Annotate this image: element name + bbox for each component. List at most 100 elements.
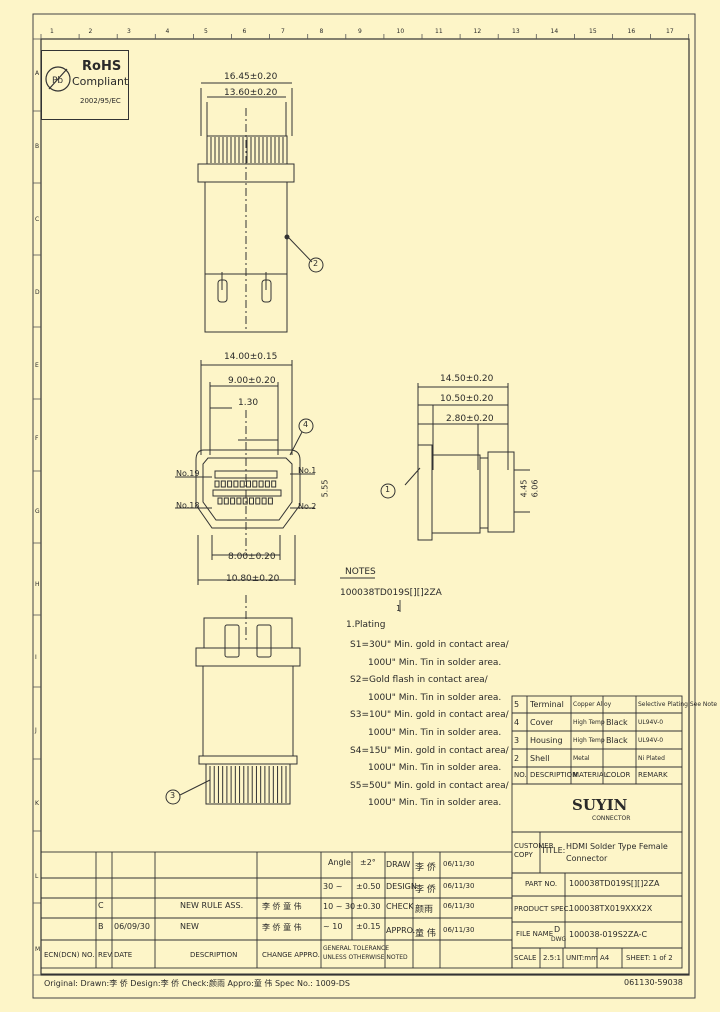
ruler-top-label: 13 (512, 28, 520, 35)
ruler-top-label: 1 (50, 28, 54, 35)
ruler-top-label: 16 (627, 28, 636, 35)
company-logo: SUYIN (572, 796, 628, 814)
bom-cell: 4 (514, 718, 520, 727)
dim-front-height: 5.55 (320, 479, 330, 498)
ruler-top-label: 7 (281, 28, 285, 35)
revision-cell: 06/09/30 (114, 921, 150, 931)
pin-label-18: No.18 (176, 501, 200, 510)
bom-cell: UL94V-0 (638, 719, 664, 726)
ruler-top-label: 15 (589, 28, 597, 35)
note-line: 100U" Min. Tin in solder area. (368, 692, 502, 703)
bom-header-cell: MATERIAL (573, 771, 608, 779)
revision-header-cell: REV. (98, 951, 114, 959)
revision-cell: NEW (180, 921, 199, 931)
ruler-left-label: K (35, 800, 39, 807)
title-line2: Connector (566, 854, 608, 863)
ruler-top-label: 9 (358, 28, 362, 35)
scale-value: 2.5:1 (543, 954, 561, 962)
file-label: FILE NAME (516, 930, 554, 938)
pin-label-19: No.19 (176, 469, 200, 478)
bom-cell: Cover (530, 718, 554, 727)
signoff-date: 06/11/30 (443, 882, 475, 890)
revision-cell: 李 侨 童 伟 (262, 902, 302, 911)
part-no-value: 100038TD019S[][]2ZA (569, 879, 660, 888)
revision-header-cell: DATE (114, 951, 133, 959)
bom-cell: 3 (514, 736, 520, 745)
title-line1: HDMI Solder Type Female (566, 842, 668, 851)
signoff-label: APPRO. (386, 926, 416, 935)
callout-2: 2 (313, 259, 319, 268)
file-value: 100038-019S2ZA-C (569, 930, 648, 939)
footer-text: Original: Drawn:李 侨 Design:李 侨 Check:颜雨 … (44, 979, 350, 988)
ruler-top-label: 4 (165, 28, 170, 35)
signoff-name: 李 侨 (415, 885, 436, 895)
ruler-left-label: L (35, 873, 39, 880)
ruler-top-label: 5 (204, 28, 208, 35)
ruler-top-label: 2 (88, 28, 93, 35)
dim-front-width: 14.00±0.15 (224, 352, 278, 362)
signoff-date: 06/11/30 (443, 860, 475, 868)
note-line: 100U" Min. Tin in solder area. (368, 798, 502, 809)
ruler-left-label: F (35, 435, 39, 442)
svg-text:Pb: Pb (52, 76, 63, 86)
signoff-name: 童 伟 (415, 929, 436, 939)
side-view (404, 383, 530, 541)
dim-side-height2: 6.06 (530, 479, 540, 498)
ruler-left-label: B (35, 143, 40, 150)
revision-cell: B (98, 921, 104, 931)
ruler-top-label: 6 (242, 28, 247, 35)
note-line: 100U" Min. Tin in solder area. (368, 728, 502, 738)
bom-cell: 5 (514, 700, 520, 709)
callout-3: 3 (170, 791, 176, 800)
signoff-label: DESIGN (386, 882, 417, 891)
signoff-date: 06/11/30 (443, 902, 475, 910)
notes-plating: 1.Plating (346, 620, 386, 630)
bom-cell: Housing (530, 736, 563, 745)
file-sub: DWG (551, 936, 567, 943)
bom-cell: Terminal (530, 700, 564, 709)
pin-label-2: No.2 (298, 502, 317, 511)
revision-header-cell: DESCRIPTION (190, 951, 238, 959)
ruler-left-label: C (35, 216, 40, 223)
tol-range: 30 ~ (323, 882, 343, 891)
revision-cell: NEW RULE ASS. (180, 901, 244, 910)
tol-range: ~ 10 (323, 922, 343, 931)
notes-arrow: 1 (396, 604, 402, 613)
dim-side-length: 14.50±0.20 (440, 374, 494, 384)
file-no: D (554, 925, 561, 934)
revision-header-cell: ECN(DCN) NO. (44, 951, 95, 959)
top-view (197, 82, 313, 333)
ruler-top-label: 14 (550, 28, 559, 35)
bom-cell: High Temp (573, 737, 605, 744)
note-line: S3=10U" Min. gold in contact area/ (350, 710, 509, 721)
ruler-left-label: D (35, 289, 40, 296)
pb-free-icon: Pb (45, 66, 71, 92)
dim-bottom-outer: 10.80±0.20 (226, 574, 280, 584)
signoff-label: DRAW (386, 860, 411, 869)
bom-cell: 2 (514, 754, 520, 763)
bom-header-cell: DESCRIPTION (530, 771, 578, 779)
note-line: 100U" Min. Tin in solder area. (368, 657, 502, 668)
bom-cell: Copper Alloy (573, 701, 612, 708)
tol-value: ±0.15 (356, 922, 381, 931)
dim-side-height1: 4.45 (519, 479, 529, 498)
rohs-subtitle: Compliant (72, 75, 129, 88)
signoff-name: 李 侨 (415, 863, 436, 873)
bom-header-cell: COLOR (606, 771, 631, 779)
tol-note2: UNLESS OTHERWISE NOTED (323, 954, 408, 961)
bom-cell: High Temp (573, 719, 605, 726)
note-line: S1=30U" Min. gold in contact area/ (350, 640, 509, 650)
rohs-title: RoHS (82, 59, 122, 74)
bom-cell: Black (606, 736, 628, 745)
ruler-left-label: J (35, 727, 37, 734)
revision-header-cell: CHANGE APPRO. (262, 951, 320, 959)
bom-cell: Shell (530, 754, 550, 763)
ruler-top-label: 8 (319, 28, 324, 35)
bom-header-cell: REMARK (638, 771, 668, 779)
tol-note1: GENERAL TOLERANCE (323, 945, 390, 952)
bom-cell: Metal (573, 755, 590, 762)
bom-cell: Black (606, 718, 628, 727)
angle-value: ±2° (360, 858, 376, 867)
